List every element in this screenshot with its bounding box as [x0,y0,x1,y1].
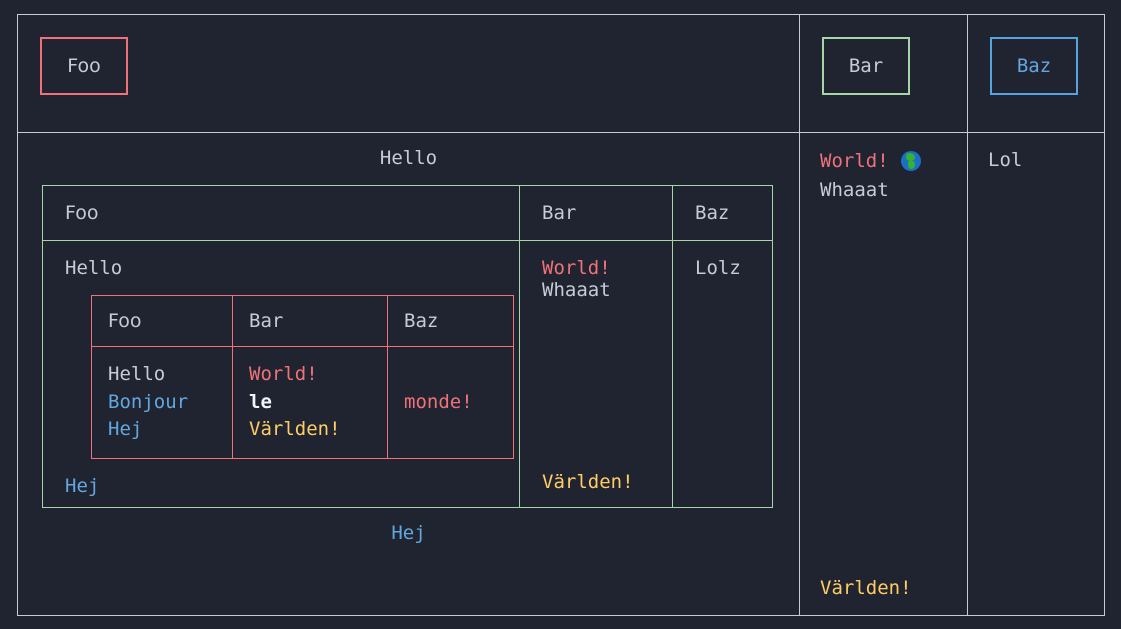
chip-foo[interactable]: Foo [40,37,128,95]
middle-cell-foo-title: Hello [65,257,123,279]
outer-header-cell-mid: Bar [799,14,968,133]
outer-table: Foo Bar Baz Hello Foo [17,14,1105,616]
inner-greeting-hello: Hello [108,363,166,385]
outer-header-cell-right: Baz [967,14,1105,133]
middle-header-row: Foo Bar Baz [42,185,773,241]
earth-globe-icon [900,151,921,171]
chip-baz[interactable]: Baz [990,37,1078,95]
middle-bar-line2: Whaaat [542,279,611,301]
middle-header-baz: Baz [672,185,773,241]
middle-cell-foo-footer: Hej [65,474,100,497]
inner-cell-greetings: Hello Bonjour Hej [91,346,233,459]
chip-bar[interactable]: Bar [822,37,910,95]
inner-header-row: Foo Bar Baz [91,295,514,347]
outer-mid-world: World! [820,150,889,172]
outer-body-cell-right: Lol [967,132,1105,616]
outer-mid-bottom: Världen! [820,577,912,599]
middle-header-foo: Foo [42,185,520,241]
middle-cell-bar: World! Whaaat Världen! [519,240,673,508]
inner-header-foo: Foo [91,295,233,347]
middle-header-bar: Bar [519,185,673,241]
outer-right-lol: Lol [988,149,1023,171]
inner-world-line3: Världen! [249,418,341,441]
inner-header-baz: Baz [387,295,514,347]
inner-header-bar: Bar [232,295,388,347]
middle-table-caption-bottom: Hej [391,521,426,544]
inner-body-row: Hello Bonjour Hej World! le [91,346,514,459]
middle-table: Foo Bar Baz Hello [42,185,773,508]
inner-world-line2: le [249,390,272,413]
inner-table: Foo Bar Baz H [91,295,514,459]
inner-world-line1: World! [249,363,318,385]
inner-cell-monde: monde! [387,346,514,459]
middle-bar-bottom: Världen! [542,470,634,493]
middle-bar-line1: World! [542,257,611,279]
outer-body-cell-main: Hello Foo Bar Baz [17,132,800,616]
outer-body-row: Hello Foo Bar Baz [17,132,1105,616]
middle-cell-foo: Hello Foo Bar Baz [42,240,520,508]
middle-body-row: Hello Foo Bar Baz [42,240,773,508]
outer-body-cell-mid: World! Whaaat Världen! [799,132,968,616]
outer-header-row: Foo Bar Baz [17,14,1105,133]
outer-mid-line1-row: World! [820,147,947,176]
outer-mid-content: World! Whaaat [800,133,967,220]
middle-cell-baz: Lolz [672,240,773,508]
inner-cell-world: World! le Världen! [232,346,388,459]
middle-table-caption-top: Hello [379,147,438,169]
outer-header-cell-main: Foo [17,14,800,133]
outer-mid-whaaat: Whaaat [820,179,889,202]
inner-greeting-bonjour: Bonjour [108,390,189,413]
inner-greeting-hej: Hej [108,418,143,441]
